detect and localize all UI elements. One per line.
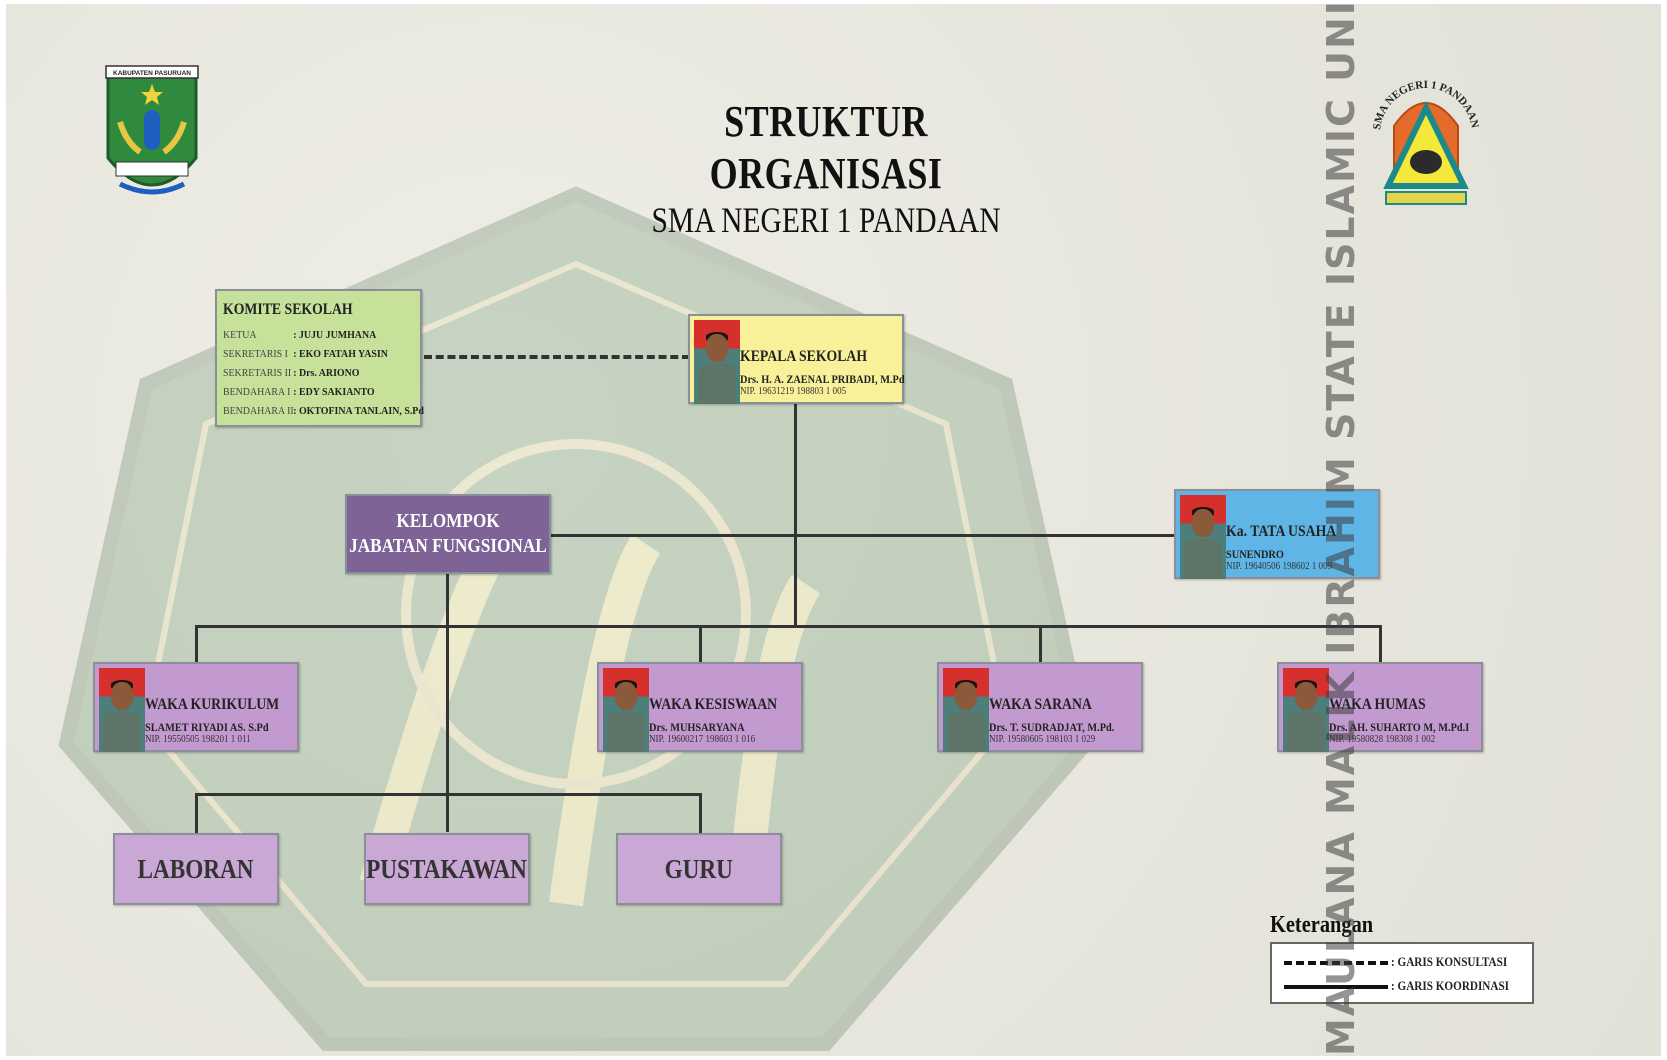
waka-kesiswaan-photo <box>603 668 649 752</box>
coordination-line <box>195 793 198 833</box>
coordination-line <box>550 534 1176 537</box>
waka-humas-photo <box>1283 668 1329 752</box>
komite-member-name: : JUJU JUMHANA <box>293 329 377 341</box>
page-title: STRUKTUR ORGANISASI <box>709 97 943 198</box>
komite-member-row: BENDAHARA II: OKTOFINA TANLAIN, S.Pd <box>223 405 424 417</box>
komite-member-position: BENDAHARA I <box>223 386 291 398</box>
komite-member-row: SEKRETARIS II: Drs. ARIONO <box>223 367 359 379</box>
legend-dashed-label: : GARIS KONSULTASI <box>1391 954 1508 969</box>
waka-nip: NIP. 19550505 198201 1 011 <box>145 734 251 745</box>
komite-member-name: : Drs. ARIONO <box>293 367 360 379</box>
coordination-line <box>699 625 702 662</box>
waka-kurikulum-box: WAKA KURIKULUM SLAMET RIYADI AS. S.Pd NI… <box>93 662 299 752</box>
waka-kesiswaan-box: WAKA KESISWAAN Drs. MUHSARYANA NIP. 1960… <box>597 662 803 752</box>
legend-title: Keterangan <box>1270 912 1374 938</box>
coordination-line <box>195 625 1380 628</box>
laboran-label: LABORAN <box>137 853 255 884</box>
coordination-line <box>195 625 198 662</box>
komite-member-name: : EKO FATAH YASIN <box>293 348 388 360</box>
komite-member-row: SEKRETARIS I : EKO FATAH YASIN <box>223 348 388 360</box>
kepala-sekolah-box: KEPALA SEKOLAH Drs. H. A. ZAENAL PRIBADI… <box>688 314 905 404</box>
komite-member-name: : OKTOFINA TANLAIN, S.Pd <box>293 405 424 417</box>
sman1-pandaan-logo: SMA NEGERI 1 PANDAAN <box>1371 79 1481 205</box>
waka-sarana-box: WAKA SARANA Drs. T. SUDRADJAT, M.Pd. NIP… <box>937 662 1143 752</box>
pustakawan-box: PUSTAKAWAN <box>364 833 530 905</box>
komite-member-position: BENDAHARA II <box>223 405 294 417</box>
solid-line-sample <box>1284 985 1388 990</box>
tata-usaha-photo <box>1180 495 1226 579</box>
pasuruan-banner-text: KABUPATEN PASURUAN <box>113 70 191 77</box>
waka-role: WAKA KURIKULUM <box>145 696 280 713</box>
waka-name: SLAMET RIYADI AS. S.Pd <box>145 720 269 734</box>
coordination-line <box>1379 625 1382 662</box>
legend-solid-row: : GARIS KOORDINASI <box>1284 978 1524 994</box>
komite-member-position: SEKRETARIS I <box>223 348 288 360</box>
tata-usaha-name: SUNENDRO <box>1226 547 1284 561</box>
org-chart-canvas: KABUPATEN PASURUAN SMA NEGERI 1 PANDAAN … <box>6 4 1661 1056</box>
kelompok-line1: KELOMPOK <box>396 510 500 532</box>
komite-sekolah-box: KOMITE SEKOLAH KETUA : JUJU JUMHANA SEKRET… <box>215 289 424 427</box>
waka-sarana-photo <box>943 668 989 752</box>
komite-member-row: KETUA : JUJU JUMHANA <box>223 329 376 341</box>
pustakawan-label: PUSTAKAWAN <box>366 853 528 884</box>
komite-member-position: SEKRETARIS II <box>223 367 292 379</box>
kepala-sekolah-photo <box>694 320 740 404</box>
kabupaten-pasuruan-logo: KABUPATEN PASURUAN <box>105 65 199 195</box>
komite-title: KOMITE SEKOLAH <box>223 301 353 318</box>
coordination-line <box>195 793 702 796</box>
tata-usaha-role: Ka. TATA USAHA <box>1226 523 1337 540</box>
komite-member-name: : EDY SAKIANTO <box>293 386 375 398</box>
legend-dashed-row: : GARIS KONSULTASI <box>1284 954 1524 970</box>
waka-role: WAKA SARANA <box>989 696 1092 713</box>
legend-solid-label: : GARIS KOORDINASI <box>1391 978 1510 993</box>
guru-label: GURU <box>664 853 734 884</box>
waka-nip: NIP. 19580605 198103 1 029 <box>989 734 1096 745</box>
waka-role: WAKA KESISWAAN <box>649 696 778 713</box>
university-seal-watermark <box>58 186 1094 1051</box>
waka-kurikulum-photo <box>99 668 145 752</box>
kelompok-jabatan-fungsional-box: KELOMPOK JABATAN FUNGSIONAL <box>345 494 551 574</box>
waka-humas-box: WAKA HUMAS Drs. AH. SUHARTO M, M.Pd.I NI… <box>1277 662 1483 752</box>
coordination-line <box>1039 625 1042 662</box>
consultation-line <box>424 355 690 359</box>
tata-usaha-nip: NIP. 19640506 198602 1 009 <box>1226 561 1333 572</box>
vertical-watermark-text: MAULANA MALIK IBRAHIM STATE ISLAMIC UNIV… <box>1319 4 1359 1056</box>
coordination-line <box>794 404 797 628</box>
waka-name: Drs. AH. SUHARTO M, M.Pd.I <box>1329 720 1470 734</box>
guru-box: GURU <box>616 833 782 905</box>
legend-box: : GARIS KONSULTASI : GARIS KOORDINASI <box>1270 942 1534 1004</box>
komite-member-row: BENDAHARA I: EDY SAKIANTO <box>223 386 375 398</box>
chart-title-block: STRUKTUR ORGANISASI SMA NEGERI 1 PANDAAN <box>566 96 1086 240</box>
tata-usaha-box: Ka. TATA USAHA SUNENDRO NIP. 19640506 19… <box>1174 489 1380 579</box>
waka-name: Drs. T. SUDRADJAT, M.Pd. <box>989 720 1115 734</box>
page-subtitle: SMA NEGERI 1 PANDAAN <box>651 200 1001 240</box>
laboran-box: LABORAN <box>113 833 279 905</box>
kepala-name: Drs. H. A. ZAENAL PRIBADI, M.Pd <box>740 372 905 386</box>
waka-role: WAKA HUMAS <box>1329 696 1426 713</box>
waka-nip: NIP. 19580828 198308 1 002 <box>1329 734 1436 745</box>
komite-member-position: KETUA <box>223 329 257 341</box>
coordination-line <box>446 574 449 832</box>
kepala-role: KEPALA SEKOLAH <box>740 348 868 365</box>
waka-name: Drs. MUHSARYANA <box>649 720 745 734</box>
kelompok-line2: JABATAN FUNGSIONAL <box>349 535 547 557</box>
coordination-line <box>699 793 702 833</box>
dashed-line-sample <box>1284 961 1388 966</box>
kepala-nip: NIP. 19631219 198803 1 005 <box>740 386 847 397</box>
waka-nip: NIP. 19600217 198603 1 016 <box>649 734 756 745</box>
